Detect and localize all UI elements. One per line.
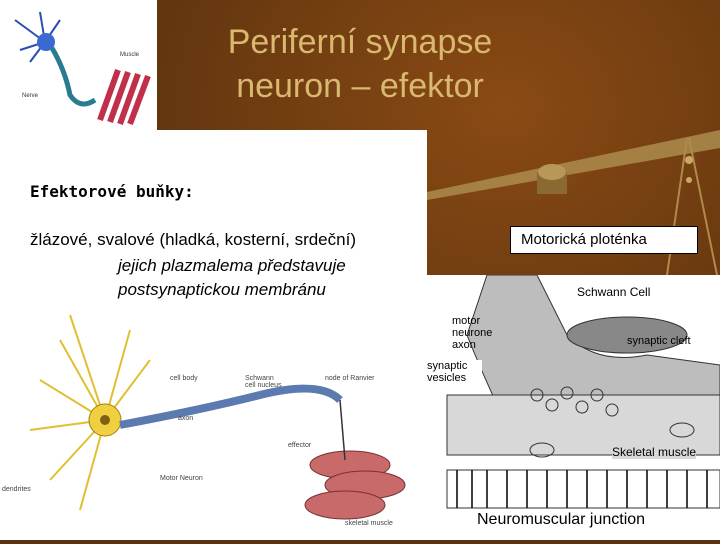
label-node-ranvier: node of Ranvier — [325, 375, 375, 382]
nmj-label-skeletal-muscle: Skeletal muscle — [612, 445, 697, 459]
text-plasmalemma: jejich plazmalema představuje — [118, 256, 346, 275]
label-axon: axon — [178, 415, 194, 422]
label-cell-body: cell body — [170, 375, 198, 382]
content-panel: Efektorové buňky: žlázové, svalové (hlad… — [0, 130, 427, 540]
thumbnail-neuron-image: Muscle Nerve — [0, 0, 157, 130]
nmj-label-synaptic-vesicles: synaptic vesicles — [427, 360, 482, 384]
text-postsynaptic: postsynaptickou membránu — [118, 280, 326, 299]
label-effector: effector — [288, 442, 312, 449]
nmj-caption: Neuromuscular junction — [477, 511, 646, 528]
text-cell-types: žlázové, svalové (hladká, kosterní, srde… — [30, 230, 356, 249]
heading-effector-cells: Efektorové buňky: — [30, 182, 194, 201]
nmj-label-motor-neurone: motor neurone axon — [452, 315, 493, 351]
label-motor-neuron: Motor Neuron — [160, 475, 203, 482]
title-line-2: neuron – efektor — [236, 67, 484, 105]
neuromuscular-junction-image: Schwann Cell motor neurone axon synaptic… — [427, 274, 720, 540]
nmj-label-synaptic-cleft: synaptic cleft — [627, 335, 691, 347]
nmj-label-schwann: Schwann Cell — [577, 285, 651, 299]
label-schwann-nucleus: Schwann cell nucleus — [245, 375, 282, 389]
motor-neuron-diagram — [29, 314, 406, 520]
callout-motor-endplate: Motorická ploténka — [510, 226, 698, 254]
balance-scale-decoration — [427, 130, 720, 275]
thumb-label-nerve: Nerve — [22, 93, 39, 99]
title-line-1: Periferní synapse — [227, 23, 493, 61]
slide-title: Periferní synapse neuron – efektor — [160, 20, 560, 108]
label-dendrites: dendrites — [2, 486, 31, 493]
thumb-label-muscle: Muscle — [120, 52, 140, 58]
label-skeletal-muscle-small: skeletal muscle — [345, 520, 393, 527]
